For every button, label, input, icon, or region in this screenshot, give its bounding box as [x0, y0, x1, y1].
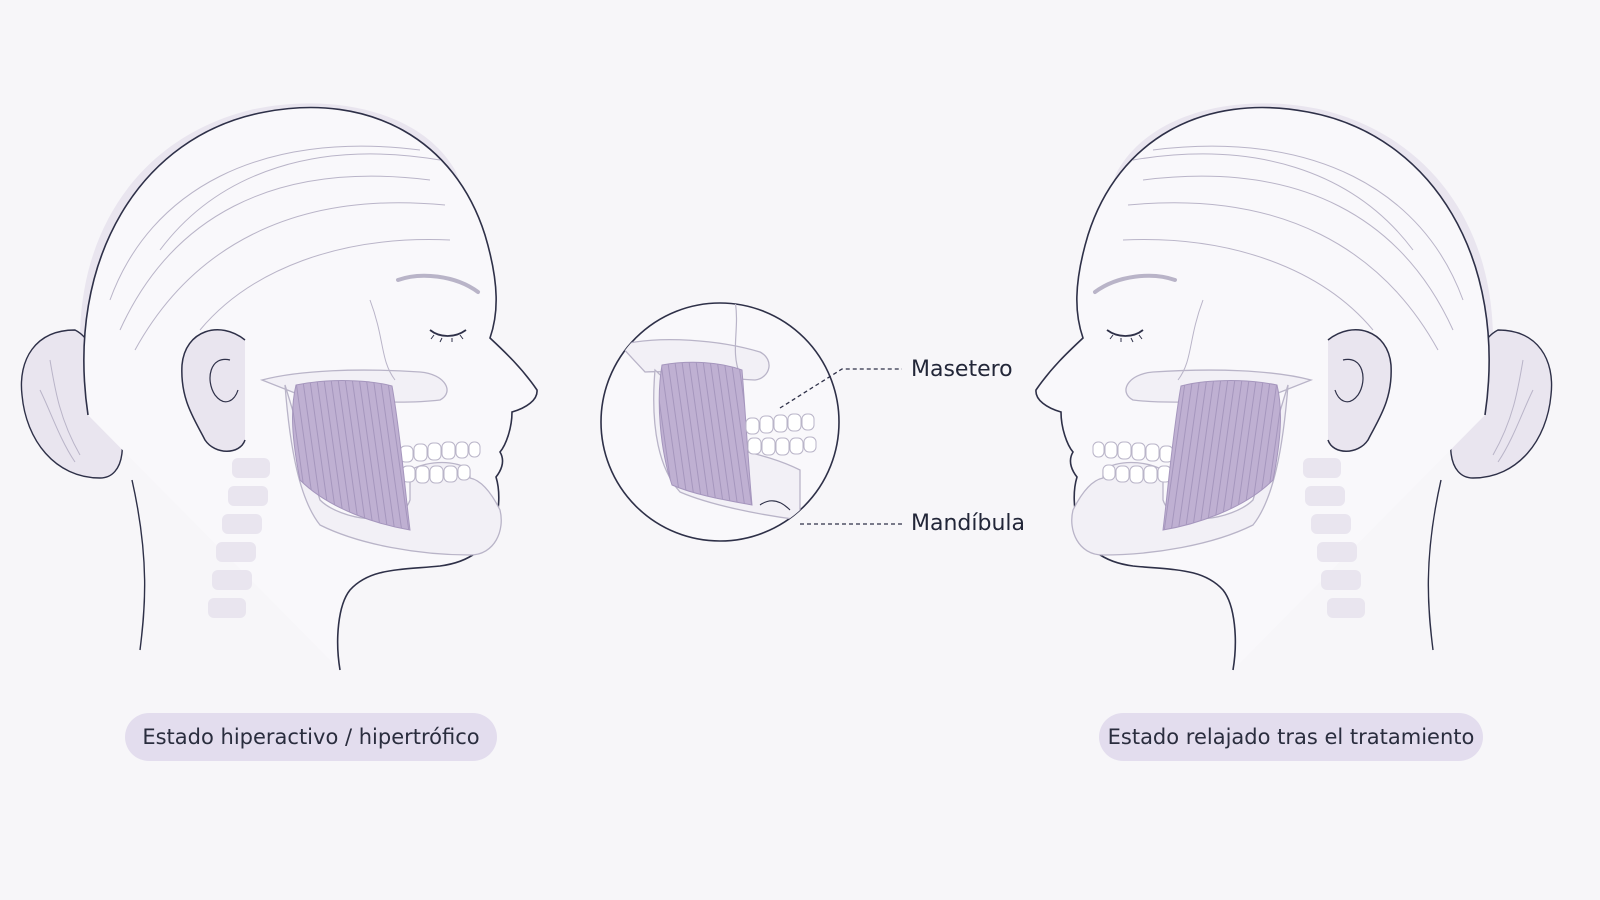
right-face-illustration: [1033, 101, 1554, 672]
hyperactive-state-label: Estado hiperactivo / hipertrófico: [125, 713, 497, 761]
masseter-callout-label: Masetero: [911, 357, 1013, 382]
mandible-callout-label: Mandíbula: [911, 511, 1025, 536]
relaxed-state-label: Estado relajado tras el tratamiento: [1099, 713, 1483, 761]
left-face-illustration: [19, 101, 540, 672]
masseter-closeup-circle: [600, 302, 902, 542]
